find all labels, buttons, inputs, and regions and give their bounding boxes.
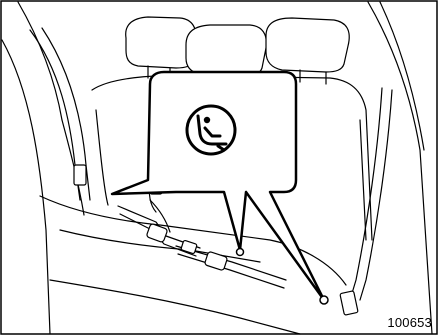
center-headrest (186, 25, 266, 76)
isofix-anchor-point (237, 249, 244, 256)
figure-number: 100653 (387, 316, 432, 329)
right-headrest (266, 18, 349, 72)
isofix-anchor-point (320, 296, 328, 304)
child-head (204, 117, 210, 123)
isofix-child-seat-icon (187, 106, 235, 154)
left-belt-buckle (74, 165, 86, 185)
